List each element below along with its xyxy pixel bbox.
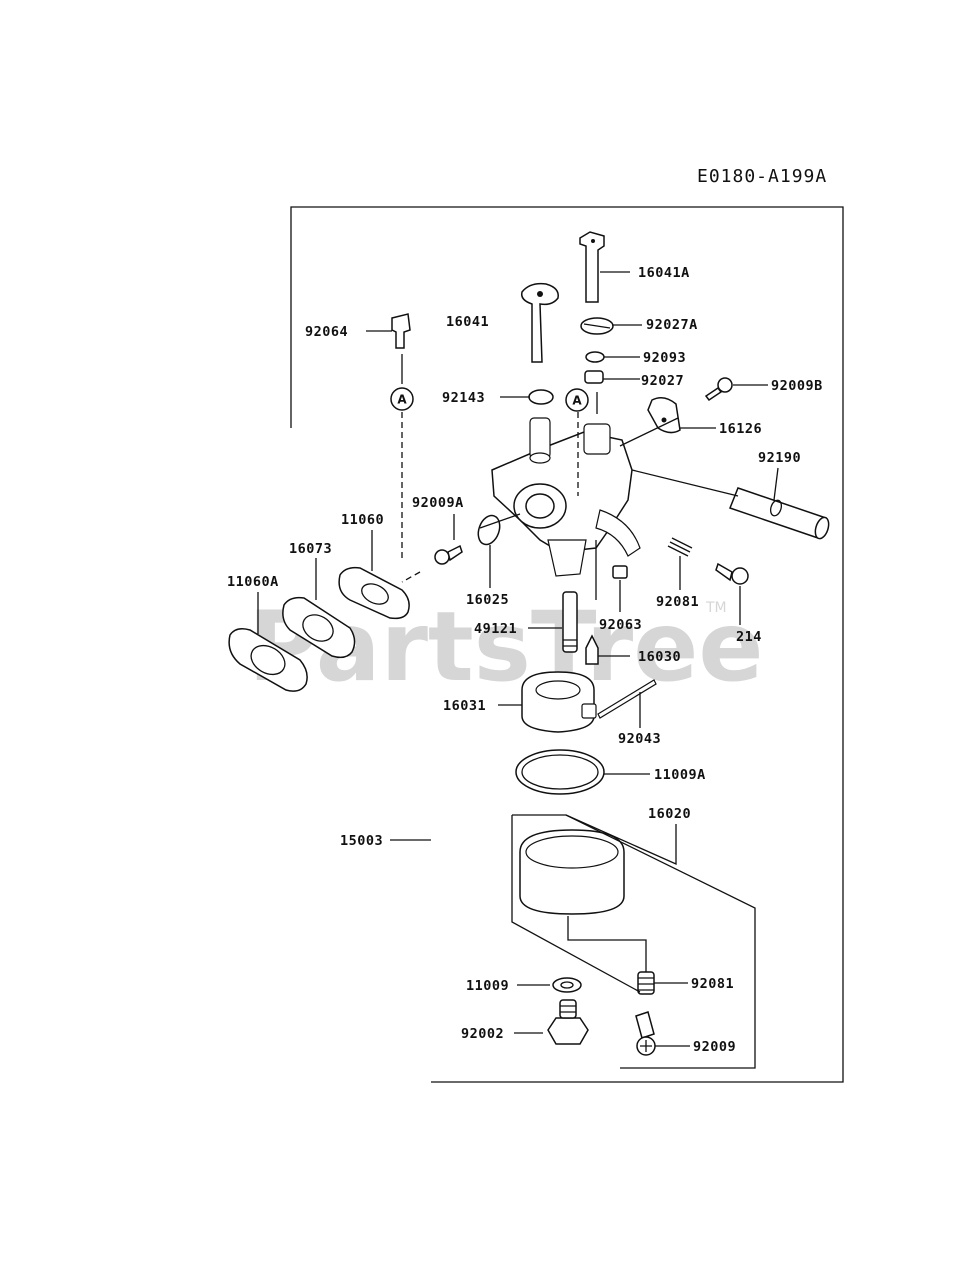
callout-circle-a-left-text: A [397, 393, 407, 407]
label-92009A[interactable]: 92009A [412, 495, 464, 511]
part-16031-float[interactable] [521, 671, 597, 733]
label-92009[interactable]: 92009 [693, 1039, 736, 1055]
diagram-reference-code: E0180-A199A [697, 166, 827, 187]
label-92009B[interactable]: 92009B [771, 378, 823, 394]
label-16031[interactable]: 16031 [443, 698, 486, 714]
part-11060-gasket[interactable] [338, 566, 410, 620]
part-92063-fitting[interactable] [612, 565, 628, 579]
part-16041A-shaft[interactable] [579, 231, 605, 303]
label-214[interactable]: 214 [736, 629, 762, 645]
label-16126[interactable]: 16126 [719, 421, 762, 437]
label-15003[interactable]: 15003 [340, 833, 383, 849]
part-214-screw[interactable] [715, 562, 749, 585]
part-92190-tube[interactable] [729, 487, 831, 540]
part-16025-plate[interactable] [474, 512, 503, 547]
callout-circle-a-left: A [390, 387, 414, 411]
label-92093[interactable]: 92093 [643, 350, 686, 366]
label-92081-lower[interactable]: 92081 [691, 976, 734, 992]
label-92002[interactable]: 92002 [461, 1026, 504, 1042]
callout-circle-a-right: A [565, 388, 589, 412]
label-11009A[interactable]: 11009A [654, 767, 706, 783]
part-92027-seal[interactable] [584, 370, 604, 384]
part-16073-insulator[interactable] [282, 596, 356, 659]
diagram-frame [290, 206, 844, 1083]
label-11009[interactable]: 11009 [466, 978, 509, 994]
part-92002-bolt[interactable] [547, 999, 589, 1045]
label-16020[interactable]: 16020 [648, 806, 691, 822]
label-92143[interactable]: 92143 [442, 390, 485, 406]
part-92081-spring-upper[interactable] [667, 537, 693, 557]
part-16020-float-bowl[interactable] [519, 829, 625, 915]
label-92063[interactable]: 92063 [599, 617, 642, 633]
part-11060A-gasket[interactable] [228, 628, 308, 692]
label-16025[interactable]: 16025 [466, 592, 509, 608]
part-49121-nozzle[interactable] [562, 591, 578, 653]
label-16041[interactable]: 16041 [446, 314, 489, 330]
label-16073[interactable]: 16073 [289, 541, 332, 557]
part-92009A-screw[interactable] [434, 544, 463, 565]
carburetor-body[interactable] [491, 417, 641, 577]
label-16041A[interactable]: 16041A [638, 265, 690, 281]
part-92009B-screw[interactable] [704, 377, 733, 402]
label-16030[interactable]: 16030 [638, 649, 681, 665]
part-labels: 16041A 16041 92064 92027A 92093 92027 92… [227, 265, 823, 1055]
label-92027A[interactable]: 92027A [646, 317, 698, 333]
callout-circle-a-right-text: A [572, 394, 582, 408]
watermark-trademark: TM [705, 600, 727, 616]
leader-lines [257, 271, 779, 1069]
part-92043-pin[interactable] [597, 679, 657, 719]
label-11060[interactable]: 11060 [341, 512, 384, 528]
part-16126-plate[interactable] [647, 397, 681, 434]
part-92027A-cap[interactable] [580, 317, 614, 335]
label-49121[interactable]: 49121 [474, 621, 517, 637]
part-92081-spring-lower[interactable] [637, 971, 655, 995]
label-92064[interactable]: 92064 [305, 324, 348, 340]
part-92064-screw[interactable] [391, 313, 411, 349]
part-92093-washer[interactable] [585, 351, 605, 363]
part-11009-washer[interactable] [552, 977, 582, 993]
part-16041-shaft[interactable] [520, 282, 559, 363]
part-11009A-o-ring[interactable] [515, 749, 605, 795]
label-92043[interactable]: 92043 [618, 731, 661, 747]
part-92143-seal[interactable] [528, 389, 554, 405]
label-92190[interactable]: 92190 [758, 450, 801, 466]
part-92009-screw[interactable] [635, 1011, 656, 1056]
label-11060A[interactable]: 11060A [227, 574, 279, 590]
label-92027[interactable]: 92027 [641, 373, 684, 389]
label-92081-upper[interactable]: 92081 [656, 594, 699, 610]
